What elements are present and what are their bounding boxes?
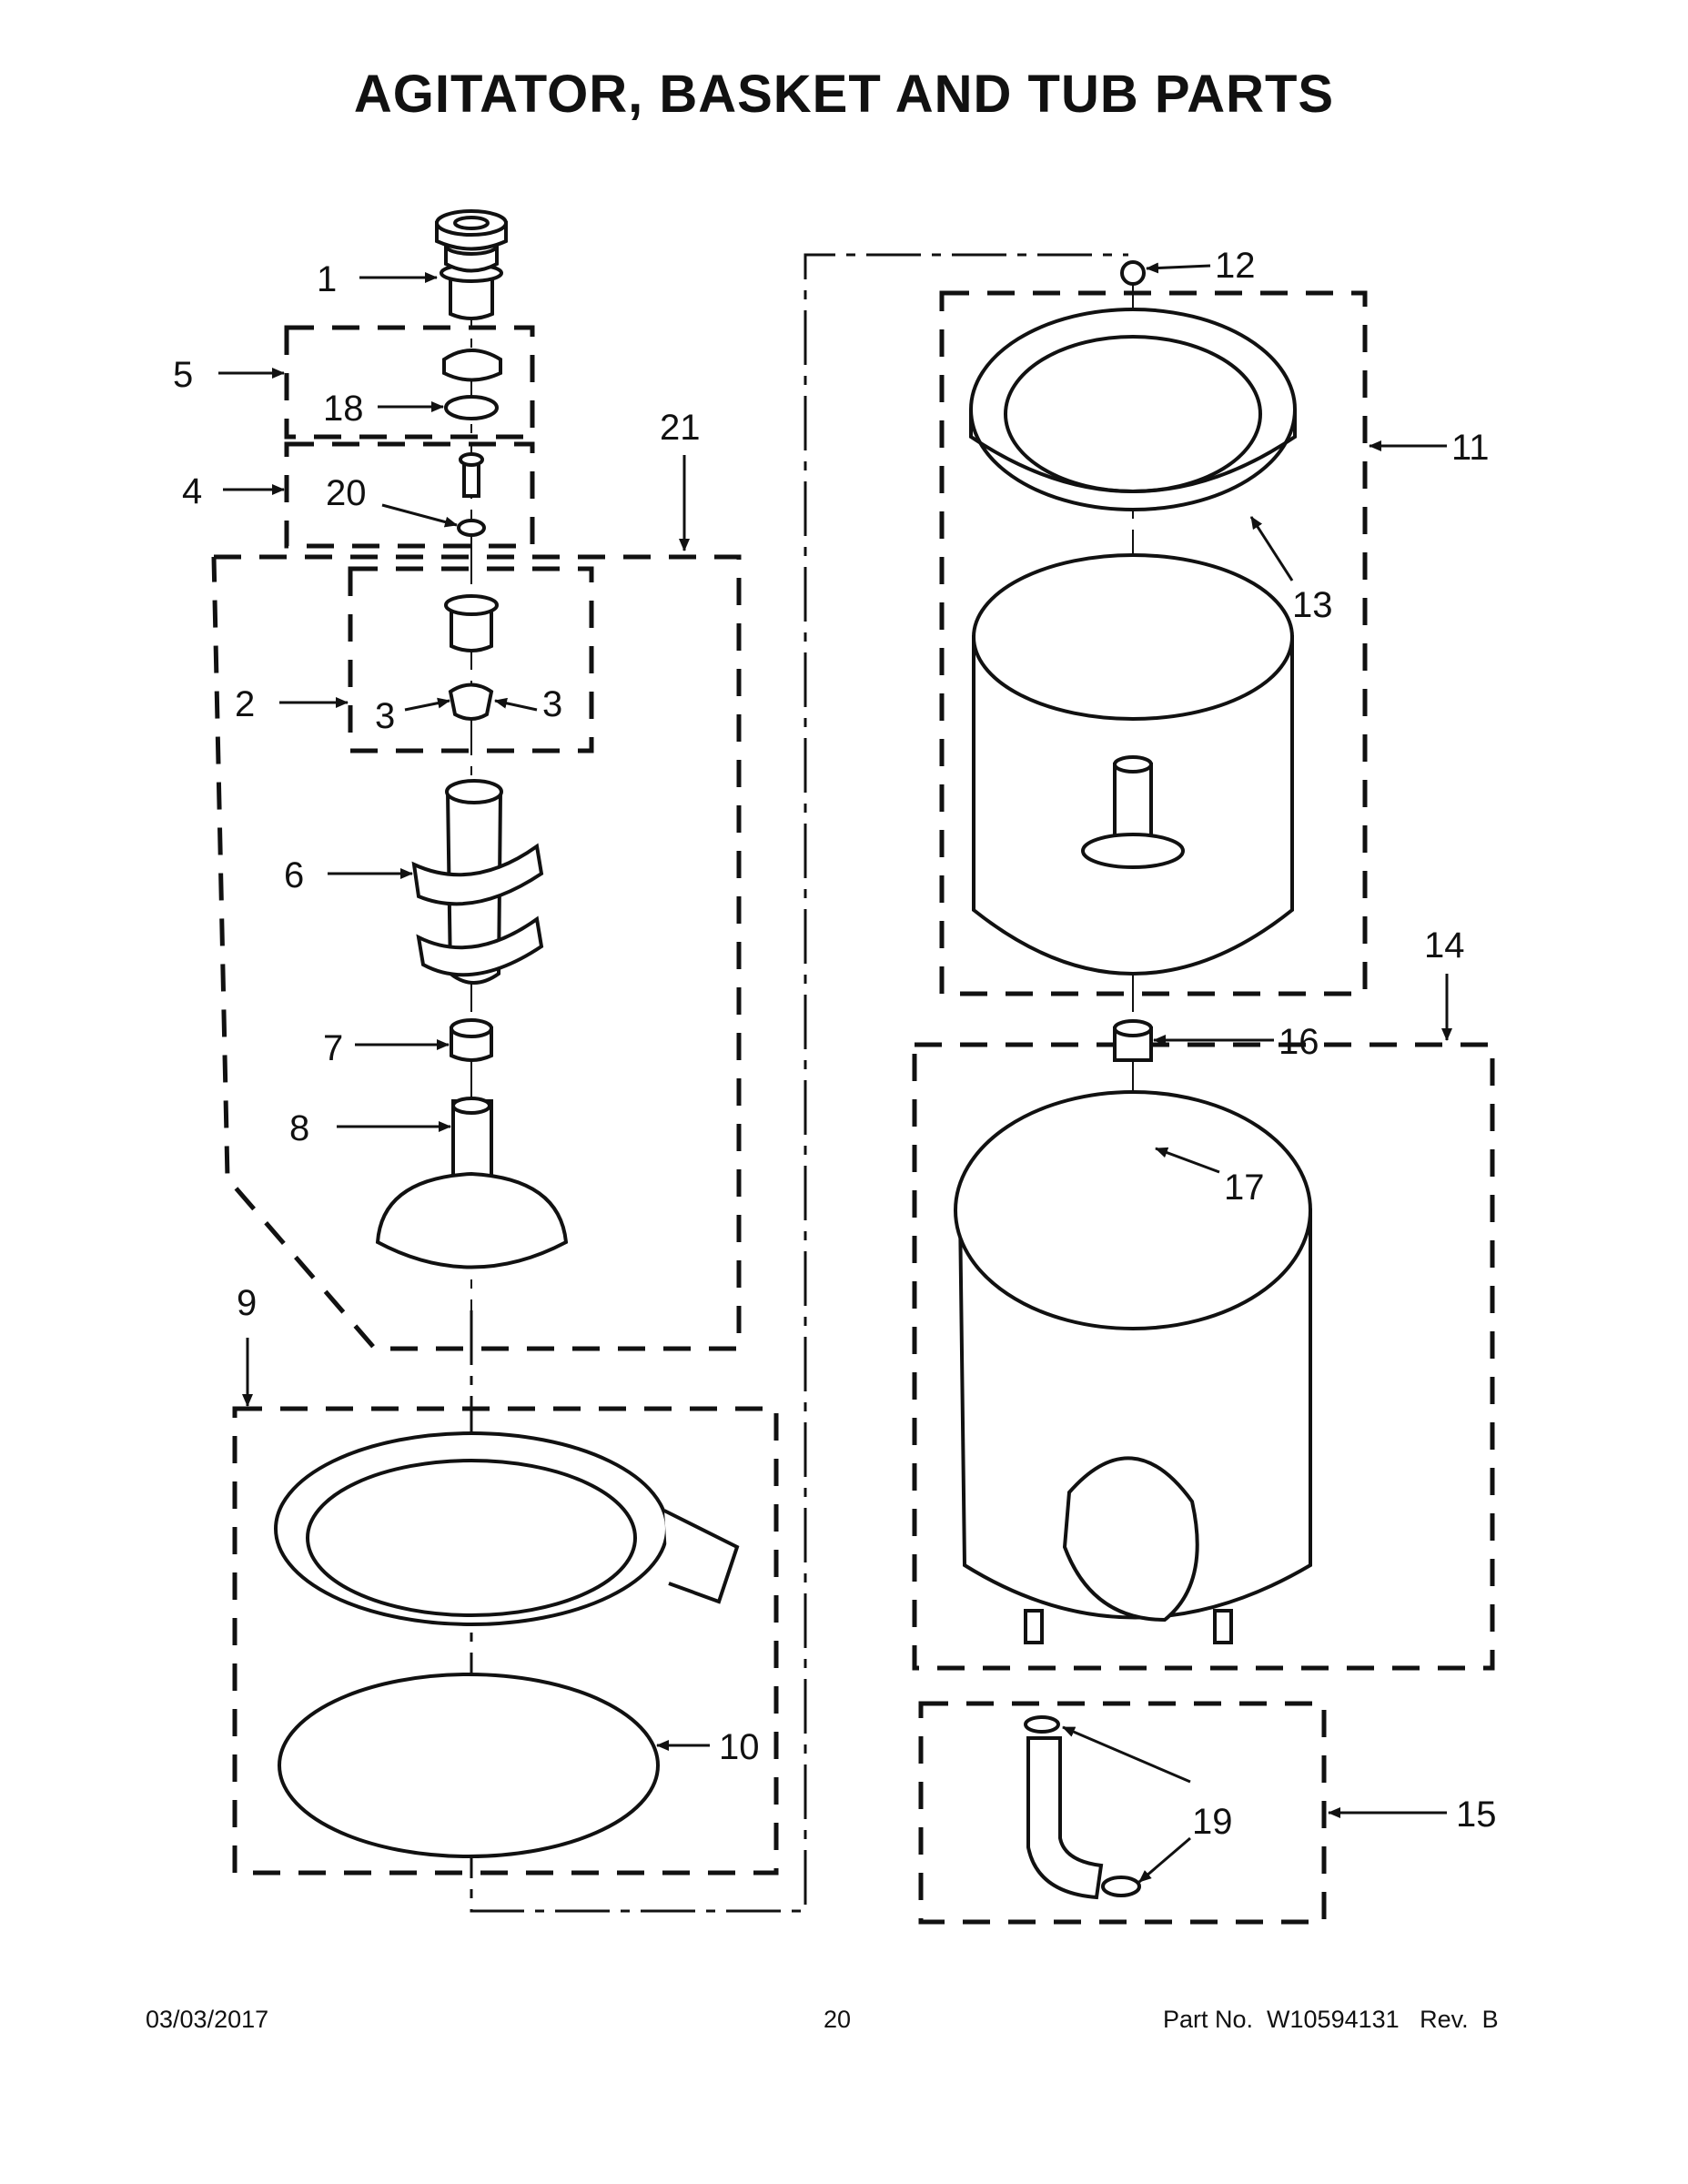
part-bolt <box>459 452 484 498</box>
group-box-15 <box>918 1701 1327 1925</box>
group-box-14 <box>912 1042 1495 1671</box>
group-box-5 <box>284 325 535 440</box>
callout-19: 19 <box>1192 1802 1233 1842</box>
callout-2: 2 <box>235 684 255 724</box>
group-box-4 <box>284 441 535 549</box>
callout-6: 6 <box>284 855 304 895</box>
leader-17 <box>1155 1147 1220 1174</box>
leader-19a <box>1062 1725 1191 1784</box>
part-agitator-auger <box>411 779 544 985</box>
leader-3b <box>494 697 538 712</box>
callout-14: 14 <box>1424 925 1465 966</box>
part-agitator-base <box>375 1097 569 1269</box>
group-box-11 <box>939 290 1368 996</box>
leader-20 <box>381 503 458 528</box>
part-bearing <box>450 1018 493 1062</box>
leader-12 <box>1146 262 1211 274</box>
part-dogs <box>448 682 494 721</box>
part-drive-hub <box>1113 1019 1153 1062</box>
part-hose-clamp-top <box>1024 1715 1060 1734</box>
part-agitator-cap <box>435 209 508 320</box>
footer-page-number: 20 <box>824 2006 852 2033</box>
part-o-ring <box>444 395 499 420</box>
part-tub-seal <box>278 1673 660 1858</box>
part-wash-basket <box>972 553 1294 976</box>
callout-20: 20 <box>326 473 367 513</box>
leader-3a <box>404 697 450 712</box>
part-balance-ring <box>969 308 1297 511</box>
footer-part-number: Part No. W10594131 Rev. B <box>1163 2006 1499 2033</box>
part-outer-tub <box>954 1090 1312 1644</box>
part-tub-ring <box>274 1431 740 1626</box>
callout-15: 15 <box>1456 1795 1497 1835</box>
callout-4: 4 <box>182 471 202 511</box>
callout-3-right: 3 <box>542 684 562 724</box>
callout-16: 16 <box>1279 1022 1319 1062</box>
part-cam <box>444 594 499 652</box>
part-washer <box>457 519 486 537</box>
footer-date: 03/03/2017 <box>146 2006 269 2033</box>
group-box-21 <box>211 554 742 1351</box>
callout-17: 17 <box>1224 1168 1265 1208</box>
callout-3-left: 3 <box>375 696 395 736</box>
leader-13 <box>1249 516 1294 581</box>
part-hub-nut <box>1120 260 1146 286</box>
part-drain-hose <box>1026 1736 1104 1900</box>
assembly-connector-line <box>470 253 1128 1913</box>
callout-7: 7 <box>323 1028 343 1068</box>
callout-12: 12 <box>1215 246 1256 286</box>
callout-13: 13 <box>1292 585 1333 625</box>
callout-8: 8 <box>289 1108 309 1148</box>
callout-1: 1 <box>317 259 337 299</box>
leader-19b <box>1138 1836 1191 1884</box>
callout-10: 10 <box>719 1727 760 1767</box>
callout-18: 18 <box>323 389 364 429</box>
callout-21: 21 <box>660 408 701 448</box>
page-title: AGITATOR, BASKET AND TUB PARTS <box>353 65 1335 124</box>
callout-9: 9 <box>237 1283 257 1323</box>
group-box-2 <box>348 566 594 753</box>
group-box-9 <box>232 1406 779 1876</box>
part-seal-cover <box>442 349 502 382</box>
callout-11: 11 <box>1451 428 1490 468</box>
callout-5: 5 <box>173 355 193 395</box>
part-hose-clamp-bottom <box>1101 1876 1141 1897</box>
